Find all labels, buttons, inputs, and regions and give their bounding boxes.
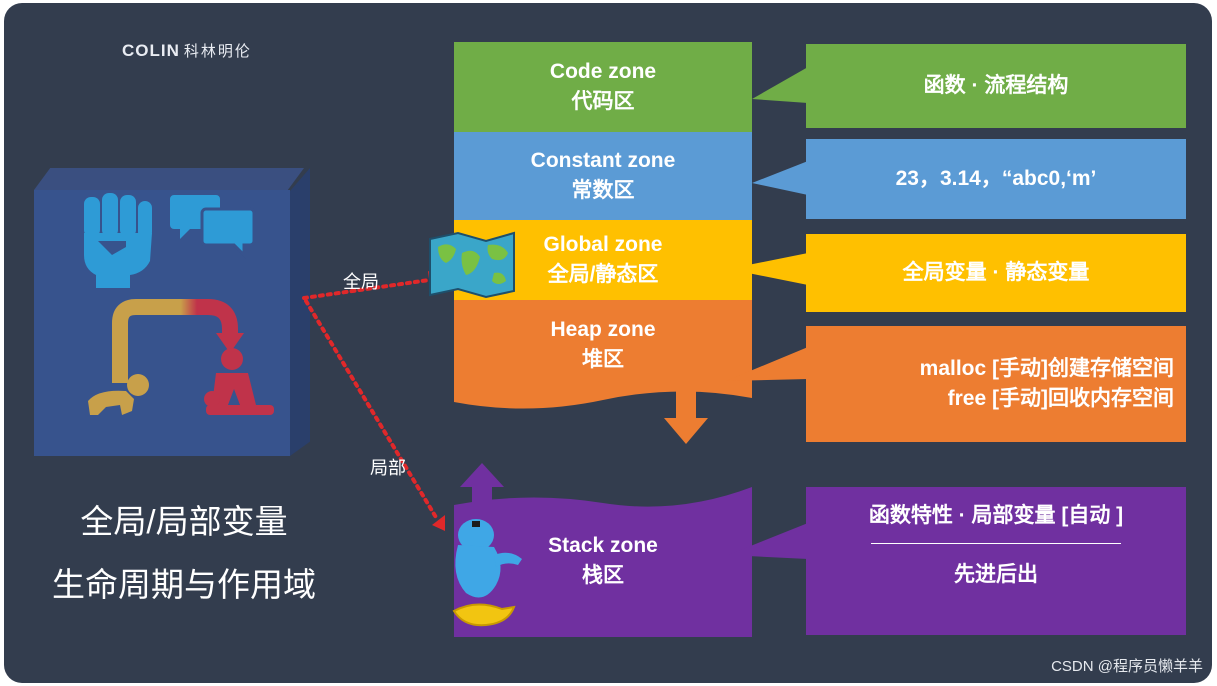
stack-note-divider — [871, 543, 1121, 544]
left-title-line2: 生命周期与作用域 — [52, 566, 316, 603]
stack-growth-arrow — [460, 463, 504, 521]
arc-arrowhead — [216, 333, 244, 353]
local-arrow-line — [304, 299, 439, 521]
constant-zone-en: Constant zone — [530, 149, 676, 172]
map-icon — [429, 231, 515, 299]
stack-note-line2: 先进后出 — [954, 563, 1038, 586]
logo-text: COLIN — [122, 41, 180, 60]
constant-callout-pointer — [752, 161, 808, 195]
stack-note-line1: 函数特性 · 局部变量 [自动 ] — [868, 504, 1124, 527]
heap-callout-pointer — [726, 347, 808, 381]
elderly-icon — [204, 348, 274, 415]
constant-zone-cn: 常数区 — [571, 179, 635, 202]
code-note: 函数 · 流程结构 — [806, 44, 1186, 128]
baby-icon — [88, 374, 149, 415]
constant-note-text: 23，3.14，“abc0,‘m’ — [895, 167, 1097, 190]
code-callout-pointer — [752, 67, 808, 103]
chat-bubbles-icon — [170, 195, 256, 259]
stack-zone-shape — [454, 487, 752, 637]
constant-zone-block: Constant zone 常数区 — [454, 132, 752, 220]
heap-note: malloc [手动]创建存储空间 free [手动]回收内存空间 — [806, 326, 1186, 442]
heap-zone-block: Heap zone 堆区 — [454, 315, 752, 375]
watermark: CSDN @程序员懒羊羊 — [1051, 658, 1203, 675]
heap-note-line2: free [手动]回收内存空间 — [947, 387, 1174, 410]
global-arrow-label: 全局 — [343, 272, 379, 292]
constant-note: 23，3.14，“abc0,‘m’ — [806, 139, 1186, 219]
code-zone-en: Code zone — [549, 60, 657, 83]
global-note: 全局变量 · 静态变量 — [806, 234, 1186, 312]
local-arrow-label: 局部 — [370, 458, 406, 478]
cube-side-face — [290, 168, 310, 456]
fist-icon — [84, 193, 152, 288]
global-callout-pointer — [728, 253, 808, 285]
cube-illustration — [84, 193, 274, 415]
callout-pointers — [726, 67, 808, 559]
stack-zone-block: Stack zone 栈区 — [454, 531, 752, 591]
left-title-line1: 全局/局部变量 — [80, 503, 288, 540]
global-zone-cn: 全局/静态区 — [547, 263, 659, 286]
stack-zone-en: Stack zone — [548, 534, 658, 557]
lifecycle-arc — [112, 299, 238, 383]
code-zone-block: Code zone 代码区 — [454, 42, 752, 132]
stack-zone-cn: 栈区 — [582, 564, 624, 587]
stack-callout-pointer — [728, 523, 808, 559]
code-note-text: 函数 · 流程结构 — [923, 74, 1069, 97]
global-zone-en: Global zone — [543, 233, 663, 256]
cube-top-face — [34, 168, 304, 190]
logo-cn: 科林明伦 — [183, 43, 252, 60]
heap-note-line1: malloc [手动]创建存储空间 — [919, 357, 1174, 380]
local-arrowhead — [432, 515, 445, 531]
stack-note: 函数特性 · 局部变量 [自动 ] 先进后出 — [806, 487, 1186, 635]
heap-zone-cn: 堆区 — [582, 348, 624, 371]
heap-zone-shape — [454, 300, 752, 409]
heap-zone-en: Heap zone — [550, 318, 656, 341]
global-arrow-line — [302, 278, 431, 300]
genie-icon — [452, 519, 522, 627]
heap-growth-arrow — [664, 388, 708, 444]
global-note-text: 全局变量 · 静态变量 — [902, 261, 1090, 284]
code-zone-cn: 代码区 — [571, 90, 635, 113]
